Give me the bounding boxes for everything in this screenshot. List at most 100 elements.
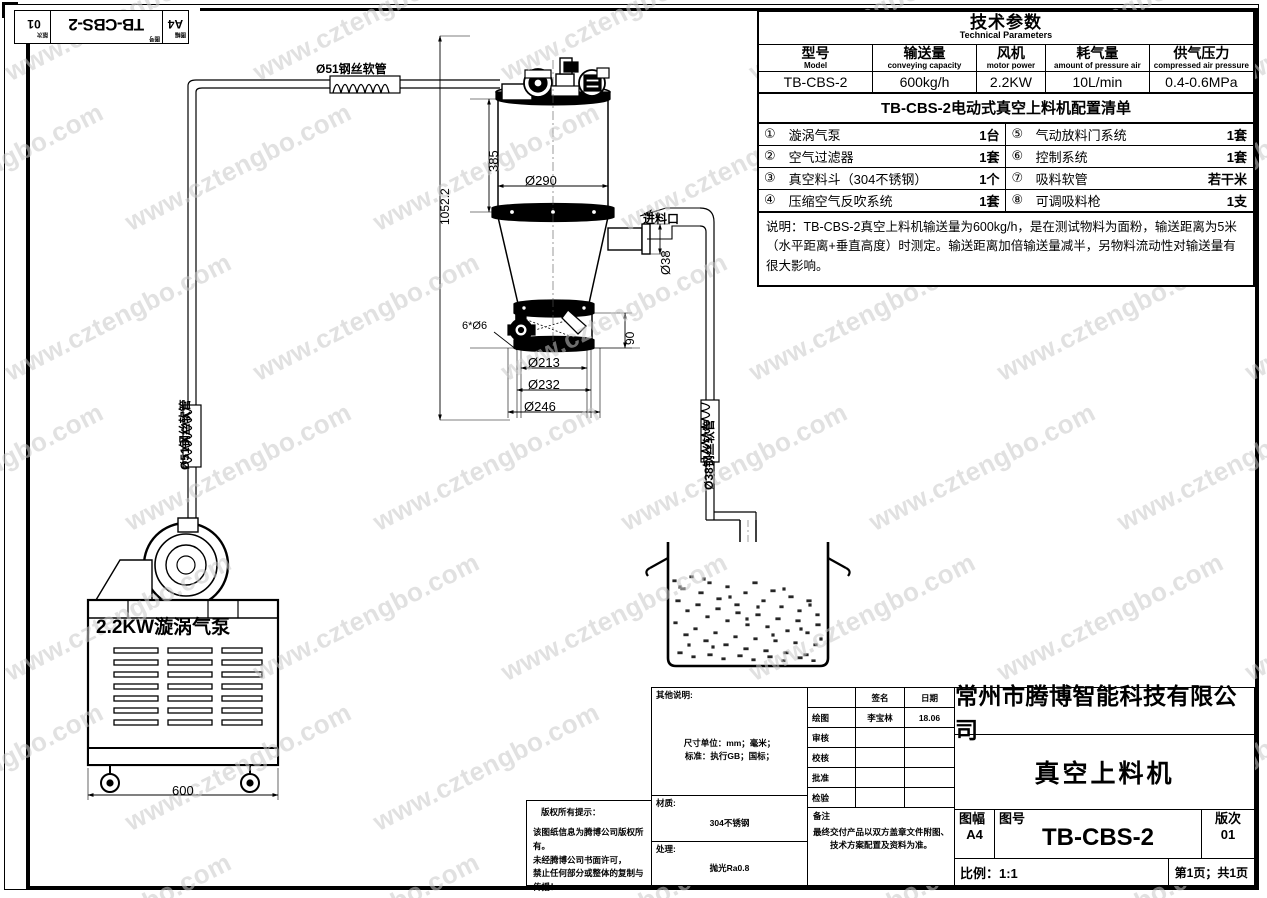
config-qty: 1台: [946, 122, 1006, 146]
frame-border-top: [200, 8, 1259, 11]
tech-header-capacity-cn: 输送量: [903, 44, 946, 61]
config-index: ①: [759, 122, 789, 146]
copyright-notice: 版权所有提示： 该图纸信息为腾博公司版权所有。 未经腾博公司书面许可， 禁止任何…: [526, 800, 652, 892]
drawing-id-row: 图幅 A4 图号 TB-CBS-2 版次 01: [955, 810, 1254, 859]
signature-name: [855, 787, 905, 808]
title-block-notes-column: 其他说明: 尺寸单位：mm；毫米； 标准：执行GB；国标； 材质: 304不锈钢…: [652, 688, 808, 885]
copyright-body: 该图纸信息为腾博公司版权所有。 未经腾博公司书面许可， 禁止任何部分或整体的复制…: [533, 826, 647, 895]
material-cell: 材质: 304不锈钢: [652, 796, 807, 842]
config-note: 说明：TB-CBS-2真空上料机输送量为600kg/h，是在测试物料为面粉，输送…: [759, 211, 1253, 285]
corner-size-value: A4: [167, 17, 184, 32]
tech-value-pressure: 0.4-0.6MPa: [1148, 70, 1253, 93]
revision-label: 版次: [1214, 811, 1241, 826]
config-name: 可调吸料枪: [1035, 188, 1194, 212]
config-name: 真空料斗（304不锈钢）: [788, 166, 947, 190]
corner-rev-label: 版次: [36, 31, 48, 38]
dim-flange-mid: Ø232: [528, 377, 560, 392]
other-notes-body: 尺寸单位：mm；毫米； 标准：执行GB；国标；: [652, 737, 807, 763]
hose-top-label: Ø51钢丝软管: [316, 62, 387, 76]
tech-header-air: 耗气量 amount of pressure air: [1045, 44, 1150, 72]
signature-name: [855, 727, 905, 748]
tech-value-row: TB-CBS-2 600kg/h 2.2KW 10L/min 0.4-0.6MP…: [759, 70, 1253, 93]
tech-header-pressure: 供气压力 compressed air pressure: [1148, 44, 1253, 72]
signature-date: [903, 727, 954, 748]
signature-date: [903, 787, 954, 808]
tech-header-motor: 风机 motor power: [975, 44, 1047, 72]
dim-bolt-holes: 6*Ø6: [462, 320, 488, 332]
tech-value-motor: 2.2KW: [975, 70, 1047, 93]
pump-label: 2.2KW漩涡气泵: [96, 617, 231, 638]
signature-row: 批准: [808, 767, 954, 788]
config-row: ① 漩涡气泵 1台 ⑤ 气动放料门系统 1套: [759, 122, 1253, 146]
tech-header-motor-cn: 风机: [996, 44, 1025, 61]
config-name: 漩涡气泵: [788, 122, 947, 146]
signature-row: 校核: [808, 747, 954, 768]
config-index: ⑥: [1005, 144, 1036, 168]
config-list-table: ① 漩涡气泵 1台 ⑤ 气动放料门系统 1套 ② 空气过滤器 1套 ⑥ 控制系统…: [759, 122, 1253, 212]
frame-border-left: [26, 44, 30, 890]
signature-name: [855, 747, 905, 768]
config-qty: 1套: [1193, 122, 1253, 146]
config-index: ⑧: [1005, 188, 1036, 212]
treatment-cell: 处理: 抛光Ra0.8: [652, 842, 807, 885]
dim-pump-base-width: 600: [172, 783, 194, 798]
config-name: 气动放料门系统: [1035, 122, 1194, 146]
company-name: 常州市腾博智能科技有限公司: [955, 683, 1254, 743]
signature-row: 检验: [808, 787, 954, 808]
remark-label: 备注: [813, 811, 831, 821]
dim-leg-height: 90: [623, 331, 637, 345]
copyright-line-1: 该图纸信息为腾博公司版权所有。: [533, 827, 644, 851]
signature-date: [903, 767, 954, 788]
sheet-size-value: A4: [966, 826, 983, 842]
dim-barrel-diameter: Ø290: [525, 173, 557, 188]
config-qty: 若干米: [1193, 166, 1253, 190]
dim-overall-height: 1052.2: [438, 188, 452, 225]
signature-role: 绘图: [808, 707, 856, 728]
copyright-title: 版权所有提示：: [541, 807, 601, 817]
material-value: 304不锈钢: [709, 818, 750, 828]
config-qty: 1套: [946, 144, 1006, 168]
corner-registration-mark: [2, 2, 18, 18]
tech-header-model-en: Model: [804, 60, 828, 70]
signature-role: 审核: [808, 727, 856, 748]
config-name: 压缩空气反吹系统: [788, 188, 947, 212]
tech-header-air-en: amount of pressure air: [1054, 60, 1141, 70]
config-row: ② 空气过滤器 1套 ⑥ 控制系统 1套: [759, 144, 1253, 168]
revision-cell: 版次 01: [1202, 810, 1254, 858]
config-qty: 1个: [946, 166, 1006, 190]
tech-value-model: TB-CBS-2: [759, 70, 874, 93]
page-count: 第1页；共1页: [1167, 859, 1254, 885]
other-notes-label: 其他说明:: [656, 690, 693, 700]
title-block: 其他说明: 尺寸单位：mm；毫米； 标准：执行GB；国标； 材质: 304不锈钢…: [651, 683, 1255, 886]
unit-note: 尺寸单位：mm；毫米；: [683, 738, 776, 748]
signature-name: 李宝林: [855, 707, 905, 728]
config-qty: 1套: [1193, 144, 1253, 168]
config-name: 空气过滤器: [788, 144, 947, 168]
tech-header-model-cn: 型号: [801, 44, 830, 61]
config-index: ③: [759, 166, 789, 190]
feed-inlet-label: 进料口: [643, 212, 680, 226]
config-name: 吸料软管: [1035, 166, 1194, 190]
signature-header-date: 日期: [903, 688, 954, 708]
config-index: ②: [759, 144, 789, 168]
config-row: ③ 真空料斗（304不锈钢） 1个 ⑦ 吸料软管 若干米: [759, 166, 1253, 190]
signature-role: 检验: [808, 787, 856, 808]
dim-barrel-height: 385: [486, 150, 501, 172]
dim-flange-outer: Ø246: [524, 399, 556, 414]
signature-role: 批准: [808, 767, 856, 788]
tech-title-cn: 技术参数: [970, 13, 1042, 32]
corner-number-cell: 图号 TB-CBS-2: [50, 11, 162, 43]
tech-header-row: 型号 Model 输送量 conveying capacity 风机 motor…: [759, 44, 1253, 72]
config-index: ④: [759, 188, 789, 212]
corner-number-label: 图号: [148, 34, 160, 41]
signature-role: 校核: [808, 747, 856, 768]
config-index: ⑤: [1005, 122, 1036, 146]
dim-bolt-circle: Ø213: [528, 355, 560, 370]
technical-parameters-table: 型号 Model 输送量 conveying capacity 风机 motor…: [759, 44, 1253, 93]
frame-border-right: [1255, 8, 1259, 890]
tech-header-pressure-en: compressed air pressure: [1153, 60, 1249, 70]
material-label: 材质:: [656, 798, 676, 808]
config-qty: 1支: [1193, 188, 1253, 212]
remark-cell: 备注 最终交付产品以双方盖章文件附图、技术方案配置及资料为准。: [808, 807, 954, 885]
